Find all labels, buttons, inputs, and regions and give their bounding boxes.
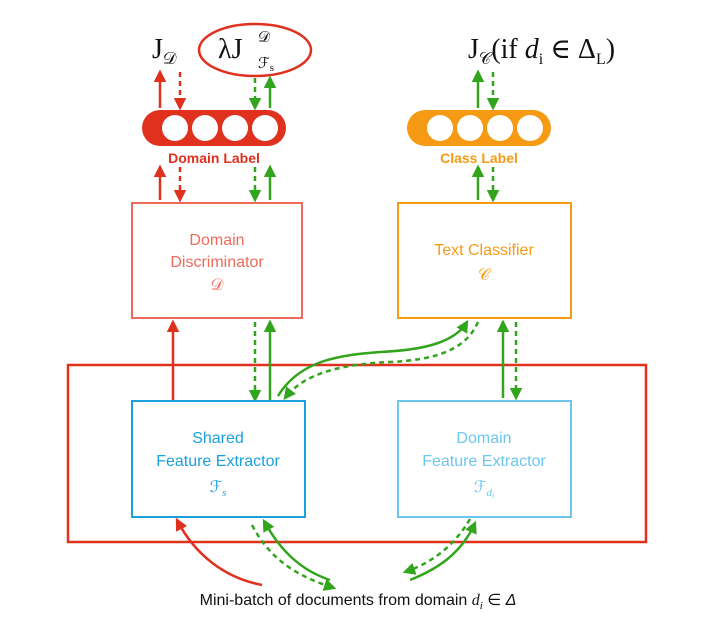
class-label-layer xyxy=(407,110,551,146)
text-classifier-symbol: 𝒞 xyxy=(478,267,491,284)
domain-discriminator-subtitle: Discriminator xyxy=(170,254,264,271)
domain-label-caption: Domain Label xyxy=(168,150,260,166)
class-label-node xyxy=(487,115,513,141)
domain-discriminator-title: Domain xyxy=(189,232,244,249)
shared-feature-extractor-box xyxy=(131,400,306,518)
shared-feature-extractor-subtitle: Feature Extractor xyxy=(156,453,280,470)
adversarial-loss-highlight xyxy=(197,22,313,78)
domain-label-node xyxy=(222,115,248,141)
mini-batch-caption: Mini-batch of documents from domain di ∈… xyxy=(200,592,517,612)
input-to-discriminator-path-arrow xyxy=(175,517,263,587)
domain-label-node xyxy=(192,115,218,141)
domain-loss-label: J𝒟 xyxy=(152,34,177,68)
shared-feature-extractor-title: Shared xyxy=(192,430,244,447)
class-label-node xyxy=(517,115,543,141)
domain-discriminator-box xyxy=(131,202,303,319)
domain-label-node xyxy=(162,115,188,141)
shared-to-classifier-arrow xyxy=(276,319,469,397)
class-loss-label: J𝒞(if di ∈ ΔL) xyxy=(468,34,615,68)
class-label-caption: Class Label xyxy=(440,150,518,166)
input-to-domain-extractor-arrow xyxy=(409,520,477,582)
text-classifier-title: Text Classifier xyxy=(434,242,534,259)
domain-feature-extractor-symbol: ℱdi xyxy=(474,479,494,500)
class-label-node xyxy=(457,115,483,141)
domain-label-node xyxy=(252,115,278,141)
class-label-node xyxy=(427,115,453,141)
classifier-grad-to-shared-arrow xyxy=(283,321,480,400)
shared-feature-extractor-symbol: ℱs xyxy=(210,479,227,499)
domain-label-layer xyxy=(142,110,286,146)
domain-feature-extractor-box xyxy=(397,400,572,518)
adversarial-loss-superscript: 𝒟 xyxy=(258,30,270,46)
domain-feature-extractor-title: Domain xyxy=(456,430,511,447)
adversarial-loss-label: λJ xyxy=(218,34,243,65)
input-to-shared-extractor-arrow xyxy=(262,518,331,582)
domain-feature-extractor-subtitle: Feature Extractor xyxy=(422,453,546,470)
domain-discriminator-symbol: 𝒟 xyxy=(211,277,224,294)
text-classifier-box xyxy=(397,202,572,319)
adversarial-loss-subscript: ℱs xyxy=(258,56,274,74)
shared-grad-to-input-arrow xyxy=(250,524,337,591)
